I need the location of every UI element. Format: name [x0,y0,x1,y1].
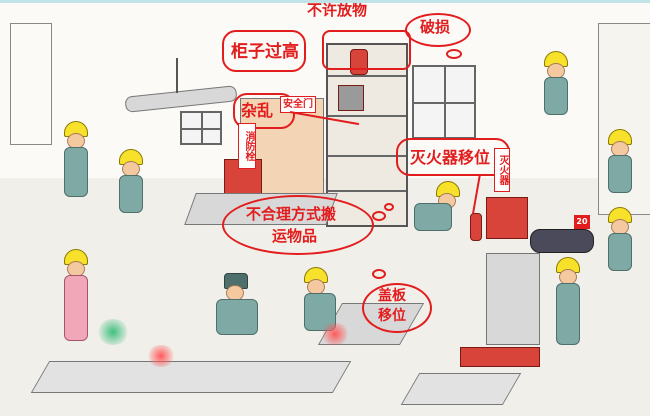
label-extinguisher-moved: 灭火器移位 [410,148,491,167]
callout-improper-carrying [222,195,374,255]
label-cluttered: 杂乱 [241,101,274,120]
label-improper-carrying-1: 不合理方式搬 [246,205,337,223]
trench-right [400,373,522,405]
fire-hydrant-sign: 消防栓 [238,123,256,169]
tall-cabinet [326,43,408,227]
label-improper-carrying-2: 运物品 [272,227,318,245]
top-border [0,0,650,3]
safety-door-sign: 安全门 [280,96,316,113]
red-sparks-right [320,323,350,345]
label-cover-plate-2: 移位 [378,308,406,324]
fire-extinguisher [470,213,482,241]
cylinder-tag: 20 [574,215,590,229]
crane-hook-icon [176,58,178,93]
thought-dot-3 [372,269,386,279]
callout-damaged-dot [446,49,462,59]
gas-cylinder [530,229,594,253]
red-sparks-left [146,345,176,367]
label-no-items-allowed: 不许放物 [307,3,368,19]
label-cover-plate-1: 盖板 [378,288,406,304]
thought-dot-1 [372,211,386,221]
label-damaged: 破损 [420,18,451,36]
safety-illustration: 20 不许放物 柜子过高 破损 杂乱 安全 [0,3,650,416]
green-sparks [96,319,130,345]
callout-cover-plate [362,283,432,333]
extinguisher-sign: 灭火器 [494,148,510,192]
hanging-pipes [124,85,238,113]
label-cabinet-too-high: 柜子过高 [231,42,299,62]
thought-dot-2 [384,203,394,211]
box-on-shelf [338,85,364,111]
hand-cart [460,347,540,367]
callout-cabinet-frame [322,30,411,70]
building-left-post [10,23,52,145]
slab-pile-right [486,253,540,345]
callout-damaged [405,13,471,47]
window-left [180,111,222,145]
callout-cabinet-too-high [222,30,306,72]
welding-machine [486,197,528,239]
trench-bottom [30,361,352,393]
window-right [412,65,476,139]
